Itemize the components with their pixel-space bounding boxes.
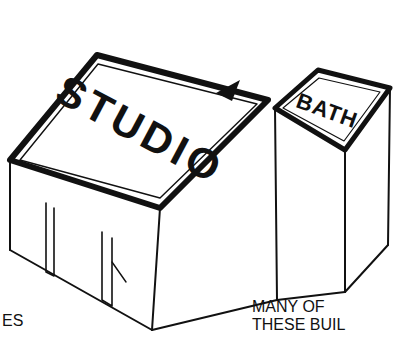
bath-roof [275,70,390,150]
wall-edge [275,108,277,300]
wall-edge [9,160,11,250]
handwritten-note: MANY OF THESE BUIL [252,298,362,334]
wall-edge [10,250,152,330]
north-arrow [216,80,240,101]
door [46,203,54,276]
door [102,232,112,306]
roof-inner-line [283,78,380,141]
cropped-note: ES [2,312,42,330]
wall-edge [388,88,390,245]
wall-edge [345,245,388,292]
wall-edge [344,150,346,292]
wall-edge [152,208,160,330]
door-detail [112,262,126,282]
bath-roof-label: BATH [284,82,370,139]
roof-inner-line [20,64,257,198]
studio-roof [10,55,268,208]
